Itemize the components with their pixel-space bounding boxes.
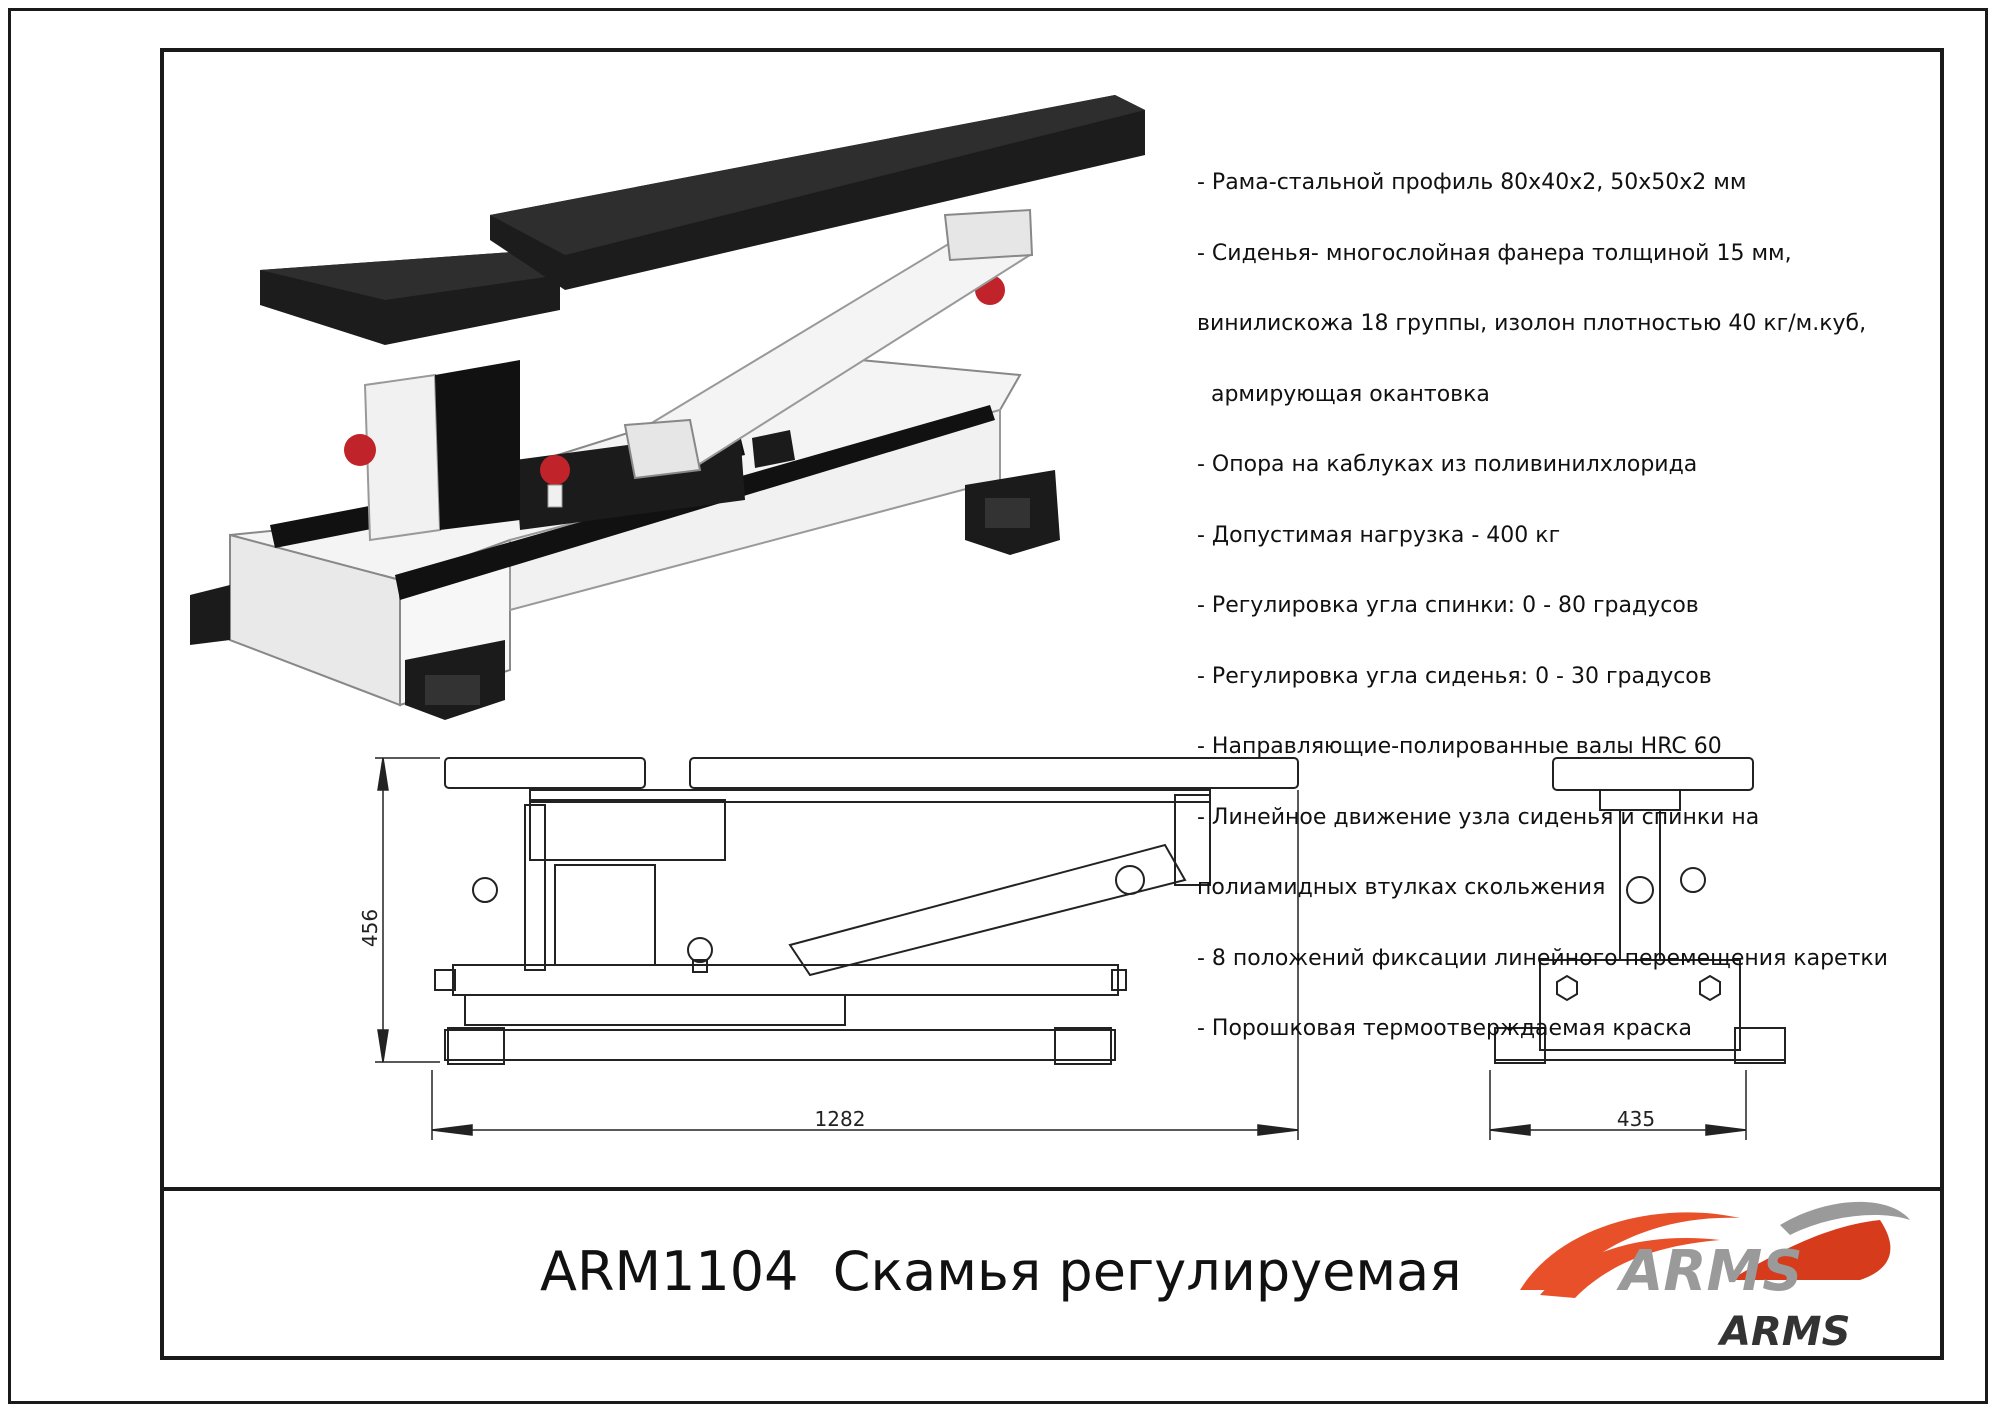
spec-line: винилискожа 18 группы, изолон плотностью… bbox=[1197, 311, 1867, 336]
spec-line: - Линейное движение узла сиденья и спинк… bbox=[1197, 804, 1760, 830]
spec-line: полиамидных втулках скольжения bbox=[1197, 875, 1606, 900]
height-dimension-label: 456 bbox=[358, 909, 382, 947]
width-dimension-label: 435 bbox=[1617, 1107, 1655, 1131]
spec-line: - Порошковая термоотверждаемая краска bbox=[1197, 1016, 1692, 1041]
spec-line: - Регулировка угла спинки: 0 - 80 градус… bbox=[1197, 593, 1699, 618]
drawing-frame bbox=[160, 48, 1944, 1360]
logo-wordmark-small: ARMS bbox=[1717, 1309, 1850, 1355]
side-view-back-pad bbox=[689, 757, 1299, 789]
product-title: ARM1104 Скамья регулируемая bbox=[540, 1240, 1462, 1303]
logo-swoosh-icon bbox=[1520, 1201, 1910, 1298]
spec-line: - 8 положений фиксации линейного перемещ… bbox=[1197, 945, 1888, 971]
spec-line: - Направляющие-полированные валы HRC 60 bbox=[1197, 734, 1722, 759]
spec-line: - Сиденья- многослойная фанера толщиной … bbox=[1197, 240, 1792, 266]
side-view-seat-pad bbox=[444, 757, 646, 789]
logo-wordmark-large: ARMS bbox=[1616, 1239, 1803, 1304]
spec-line: - Рама-стальной профиль 80х40х2, 50х50х2… bbox=[1197, 170, 1747, 195]
title-block-divider bbox=[160, 1187, 1944, 1191]
specifications-list: - Рама-стальной профиль 80х40х2, 50х50х2… bbox=[1197, 124, 1937, 1064]
length-dimension-label: 1282 bbox=[815, 1107, 866, 1131]
spec-line: армирующая окантовка bbox=[1197, 381, 1490, 407]
page-border bbox=[8, 8, 1988, 1404]
spec-line: - Опора на каблуках из поливинилхлорида bbox=[1197, 452, 1698, 477]
spec-line: - Регулировка угла сиденья: 0 - 30 граду… bbox=[1197, 663, 1712, 689]
spec-line: - Допустимая нагрузка - 400 кг bbox=[1197, 522, 1561, 548]
